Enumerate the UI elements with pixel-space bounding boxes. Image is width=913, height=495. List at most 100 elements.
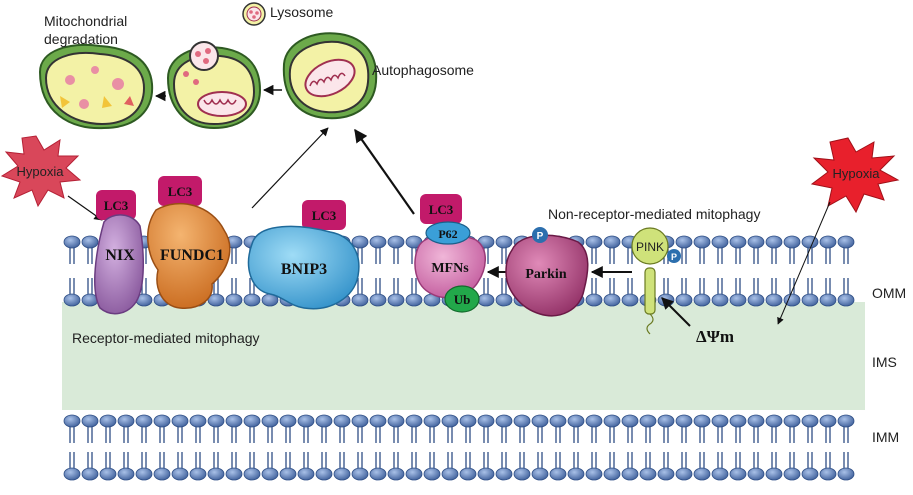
lipid-head (711, 414, 729, 428)
lipid-head (801, 414, 819, 428)
lipid-head (729, 414, 747, 428)
lipid-head (63, 235, 81, 249)
lipid-tail (681, 248, 687, 294)
lipid-head (99, 467, 117, 481)
lipid-tail (735, 427, 741, 468)
lipid-head (765, 414, 783, 428)
lysosome (242, 2, 266, 26)
degraded-mitochondrion (38, 44, 154, 130)
lipid-head (405, 467, 423, 481)
lipid-head (819, 293, 837, 307)
lipid-head (387, 467, 405, 481)
lipid-head (405, 414, 423, 428)
lipid-head (369, 467, 387, 481)
mfns-complex: LC3 MFNs P62 Ub (414, 194, 486, 313)
lipid-head (819, 235, 837, 249)
lipid-head (387, 235, 405, 249)
lipid-head (225, 467, 243, 481)
lipid-tail (231, 427, 237, 468)
lipid-head (495, 414, 513, 428)
lipid-head (783, 293, 801, 307)
lipid-head (513, 414, 531, 428)
bnip3-protein: LC3 BNIP3 (247, 200, 360, 310)
lipid-head (369, 293, 387, 307)
lipid-head (333, 414, 351, 428)
lipid-tail (447, 427, 453, 468)
lipid-tail (231, 248, 237, 294)
lipid-head (243, 467, 261, 481)
lipid-head (153, 414, 171, 428)
lipid-head (837, 414, 855, 428)
arrow-potential-to-pink (661, 297, 691, 327)
lipid-head (747, 235, 765, 249)
lipid-head (585, 293, 603, 307)
lipid-head (459, 414, 477, 428)
lipid-head (279, 414, 297, 428)
lipid-head (657, 467, 675, 481)
lipid-tail (627, 248, 633, 294)
lipid-tail (843, 427, 849, 468)
lipid-tail (501, 427, 507, 468)
lipid-tail (519, 427, 525, 468)
mito-degradation-label-2: degradation (44, 31, 118, 47)
lipid-head (837, 467, 855, 481)
lipid-head (585, 235, 603, 249)
lipid-tail (717, 427, 723, 468)
lipid-head (747, 467, 765, 481)
lipid-head (603, 235, 621, 249)
lipid-head (603, 467, 621, 481)
lipid-tail (87, 248, 93, 294)
lipid-head (693, 235, 711, 249)
lipid-tail (591, 427, 597, 468)
lipid-head (189, 467, 207, 481)
lipid-head (693, 293, 711, 307)
lipid-head (63, 293, 81, 307)
lipid-head (477, 293, 495, 307)
lipid-tail (465, 427, 471, 468)
lipid-head (639, 467, 657, 481)
lipid-head (495, 293, 513, 307)
lipid-head (693, 467, 711, 481)
lipid-head (441, 467, 459, 481)
lipid-tail (249, 427, 255, 468)
lipid-tail (411, 427, 417, 468)
p62-label: P62 (438, 227, 457, 241)
lipid-tail (699, 248, 705, 294)
parkin-label: Parkin (525, 267, 566, 282)
lipid-head (549, 467, 567, 481)
lipid-head (603, 414, 621, 428)
hypoxia-burst-left: Hypoxia (0, 135, 82, 208)
imm-label: IMM (872, 429, 899, 445)
lipid-head (351, 467, 369, 481)
lipid-tail (375, 248, 381, 294)
lipid-head (675, 467, 693, 481)
lipid-head (675, 235, 693, 249)
lipid-head (369, 414, 387, 428)
lipid-tail (213, 427, 219, 468)
lipid-head (279, 467, 297, 481)
lipid-head (423, 414, 441, 428)
lipid-head (261, 467, 279, 481)
lipid-head (801, 467, 819, 481)
lipid-head (603, 293, 621, 307)
hypoxia-burst-right: Hypoxia (810, 137, 900, 214)
lipid-head (729, 293, 747, 307)
lipid-head (405, 293, 423, 307)
receptor-mediated-label: Receptor-mediated mitophagy (72, 330, 260, 346)
lipid-head (765, 293, 783, 307)
lipid-tail (105, 427, 111, 468)
lipid-head (477, 467, 495, 481)
lipid-tail (141, 427, 147, 468)
nix-label: NIX (105, 247, 135, 264)
lipid-tail (303, 427, 309, 468)
lipid-tail (501, 248, 507, 294)
lipid-tail (807, 427, 813, 468)
arrow-receptor-to-autophagosome (251, 127, 329, 209)
lipid-head (81, 467, 99, 481)
lipid-tail (627, 427, 633, 468)
lipid-tail (87, 427, 93, 468)
parkin-phospho-label: P (537, 231, 544, 242)
lipid-head (621, 467, 639, 481)
lipid-tail (393, 248, 399, 294)
lipid-head (477, 414, 495, 428)
